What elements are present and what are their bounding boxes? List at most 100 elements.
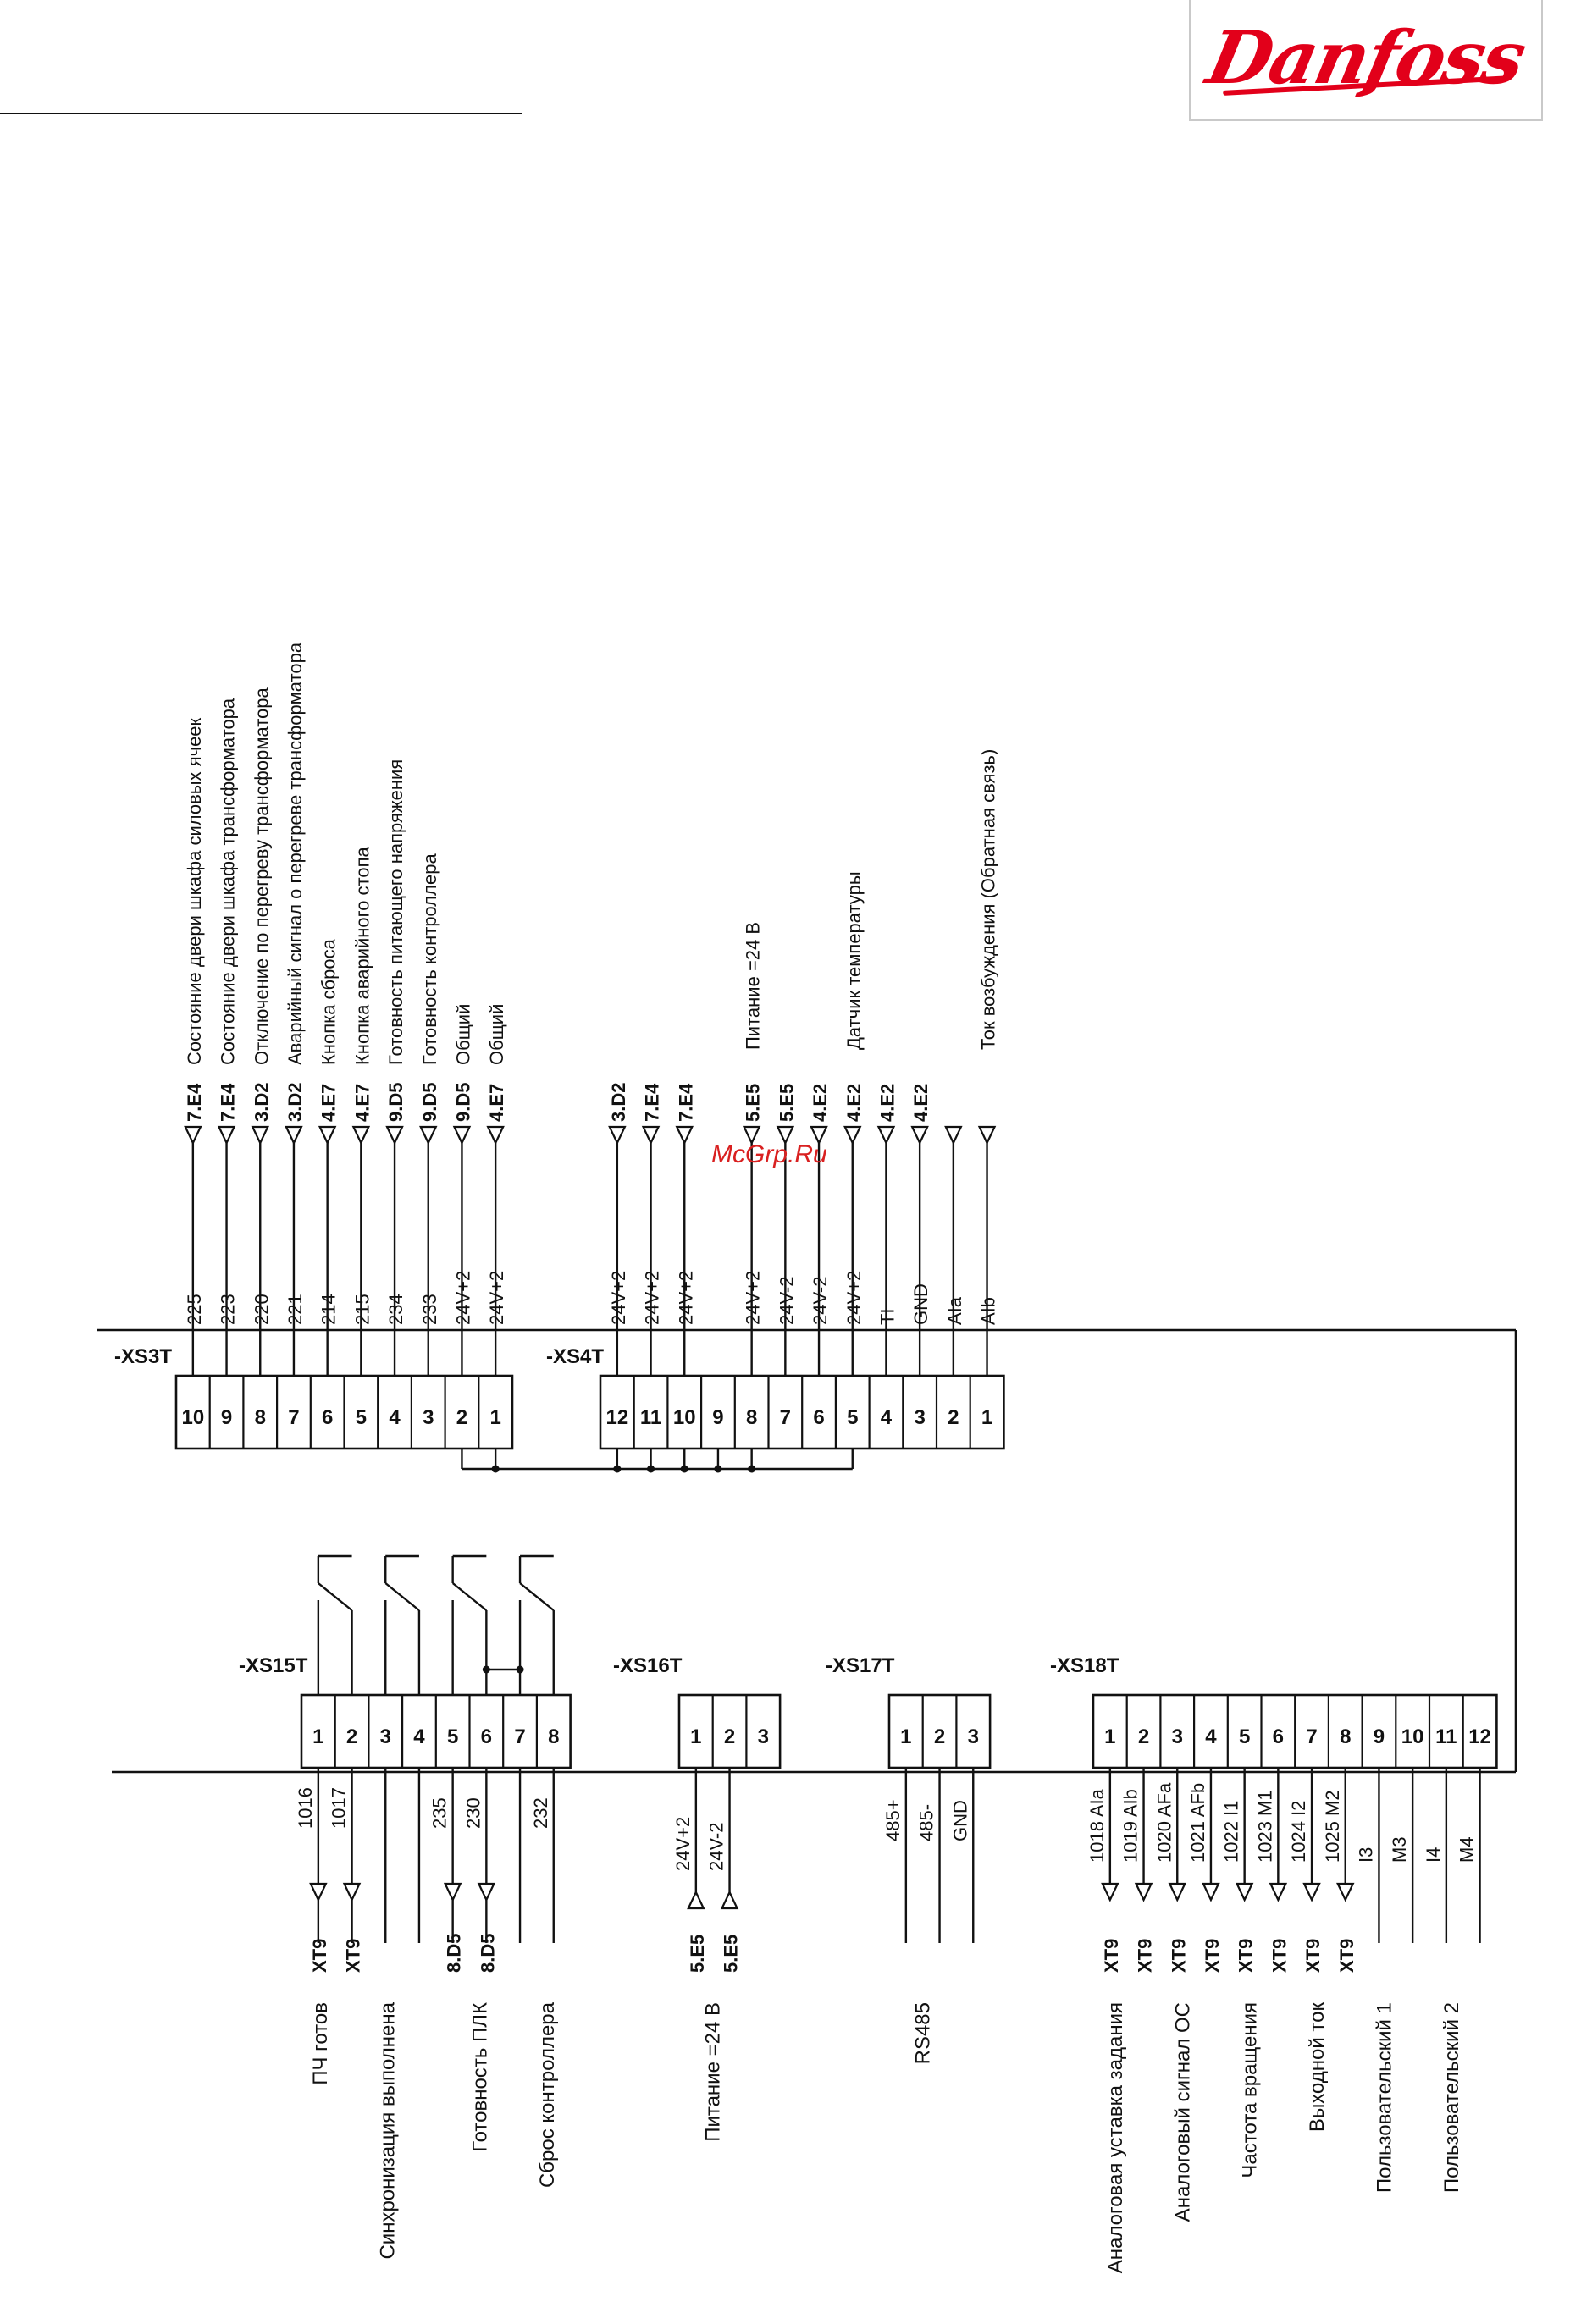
terminal-number: 10: [673, 1406, 696, 1429]
xs4-arrow: [843, 1125, 862, 1145]
terminal-number: 3: [1172, 1725, 1183, 1748]
xs3-wire-ref: 7.E4: [218, 1083, 239, 1122]
xs18-wire-number: 1020 AFa: [1153, 1782, 1175, 1863]
xs3-wire-number: 223: [218, 1294, 239, 1325]
xs3-arrow: [184, 1125, 202, 1145]
xs15-label: -XS15T: [239, 1654, 308, 1677]
xs18-wire-number: 1023 M1: [1254, 1790, 1275, 1863]
terminal-number: 3: [423, 1406, 434, 1429]
xs3-wire-ref: 4.E7: [318, 1084, 340, 1122]
xs3-wire-desc: Отключение по перегреву трансформатора: [251, 687, 272, 1065]
xs18-label: -XS18T: [1050, 1654, 1119, 1677]
watermark-text: McGrp.Ru: [711, 1140, 827, 1168]
xs18-wire-number: 1021 AFb: [1187, 1783, 1208, 1863]
xs18-arrow: [1168, 1882, 1186, 1902]
xs18-wire-number: M3: [1389, 1836, 1410, 1863]
xs4-wire-number: 24V+2: [608, 1271, 629, 1325]
xs18-wire-number: 1019 AIb: [1120, 1789, 1142, 1863]
terminal-number: 5: [447, 1725, 458, 1748]
xs4-wire-number: 24V-2: [810, 1277, 831, 1326]
terminal-number: 6: [1273, 1725, 1284, 1748]
xs15-wire-number: 1016: [295, 1787, 316, 1829]
terminal-number: 9: [1374, 1725, 1385, 1748]
xs3-wire-number: 215: [351, 1294, 373, 1325]
xs4-wire-number: 24V+2: [675, 1271, 696, 1325]
xs3-arrow: [452, 1125, 472, 1145]
xs18-wire-ref: XT9: [1101, 1939, 1122, 1973]
xs4-arrow: [977, 1125, 997, 1145]
xs4-wire-number: GND: [910, 1283, 931, 1325]
xs15-arrow: [477, 1882, 496, 1902]
xs18-wire-ref: XT9: [1236, 1939, 1257, 1973]
xs4-arrow: [910, 1125, 929, 1145]
xs15-wire-ref: XT9: [309, 1939, 330, 1973]
terminal-number: 5: [356, 1406, 367, 1429]
terminal-number: 8: [548, 1725, 559, 1748]
xs4-arrow: [944, 1125, 963, 1145]
xs3-wire-number: 221: [285, 1294, 306, 1325]
xs4-wire-number: 24V+2: [843, 1271, 865, 1325]
xs15-wire-number: 230: [462, 1797, 484, 1829]
xs3-arrow: [285, 1125, 303, 1145]
terminal-number: 12: [1468, 1725, 1491, 1748]
xs15-arrow: [342, 1882, 362, 1902]
xs4-wire-number: 24V+2: [642, 1271, 663, 1325]
xs3-wire-desc: Общий: [486, 1004, 507, 1065]
xs4-arrow: [641, 1125, 661, 1145]
contact-blade: [451, 1582, 488, 1611]
xs3-arrow: [217, 1125, 236, 1145]
xs3-arrow: [419, 1125, 438, 1145]
xs3-arrow: [251, 1125, 269, 1145]
xs18-wire-ref: XT9: [1168, 1939, 1189, 1973]
xs18-desc: Частота вращения: [1239, 2002, 1262, 2178]
xs4-arrow: [876, 1125, 896, 1145]
xs18-wire-ref: XT9: [1269, 1939, 1290, 1973]
terminal-number: 2: [724, 1725, 735, 1748]
terminal-number: 2: [346, 1725, 357, 1748]
xs4-wire-number: TI: [876, 1308, 898, 1325]
xs4-wire-number: AIb: [978, 1297, 999, 1325]
xs18-arrow: [1269, 1882, 1288, 1902]
xs18-wire-number: 1024 I2: [1288, 1801, 1309, 1863]
xs18-desc: Аналоговая уставка задания: [1104, 2002, 1127, 2273]
terminal-number: 2: [456, 1406, 467, 1429]
xs4-wire-desc: Датчик температуры: [843, 871, 865, 1050]
xs3-wire-desc: Готовность контроллера: [419, 853, 440, 1065]
terminal-number: 5: [847, 1406, 858, 1429]
xs16-wire-number: 24V-2: [706, 1823, 727, 1872]
xs3-arrow: [486, 1125, 505, 1145]
contact-blade: [519, 1582, 555, 1611]
xs3-wire-number: 234: [385, 1294, 406, 1325]
xs4-arrow: [742, 1125, 761, 1145]
xs3-wire-desc: Состояние двери шкафа трансформатора: [218, 698, 239, 1065]
xs4-wire-ref: 5.E5: [776, 1084, 797, 1122]
xs18-arrow: [1336, 1882, 1355, 1902]
terminal-number: 4: [881, 1406, 893, 1429]
terminal-number: 8: [1340, 1725, 1351, 1748]
xs18-wire-ref: XT9: [1202, 1939, 1223, 1973]
xs4-arrow: [810, 1125, 828, 1145]
contact-blade: [384, 1582, 420, 1611]
xs18-desc: Аналоговый сигнал ОС: [1171, 2002, 1194, 2222]
xs17-wire-number: GND: [949, 1800, 970, 1841]
xs18-arrow: [1235, 1882, 1254, 1902]
xs18-wire-ref: XT9: [1302, 1939, 1324, 1973]
xs4-wire-ref: 4.E2: [876, 1084, 898, 1122]
xs3-wire-desc: Аварийный сигнал о перегреве трансформат…: [285, 642, 306, 1065]
xs18-arrow: [1101, 1882, 1119, 1902]
terminal-number: 4: [1205, 1725, 1217, 1748]
terminal-number: 1: [690, 1725, 701, 1748]
xs16-label: -XS16T: [613, 1654, 683, 1677]
terminal-number: 8: [746, 1406, 757, 1429]
brand-logo: Danfoss: [1189, 0, 1543, 121]
xs4-arrow: [776, 1125, 795, 1145]
terminal-number: 4: [389, 1406, 401, 1429]
terminal-number: 7: [288, 1406, 299, 1429]
terminal-number: 12: [605, 1406, 628, 1429]
xs15-wire-number: 1017: [329, 1787, 350, 1829]
terminal-number: 6: [813, 1406, 824, 1429]
xs3-wire-ref: 4.E7: [351, 1084, 373, 1122]
xs4-arrow: [675, 1125, 694, 1145]
xs4-wire-ref: 4.E2: [843, 1084, 865, 1122]
